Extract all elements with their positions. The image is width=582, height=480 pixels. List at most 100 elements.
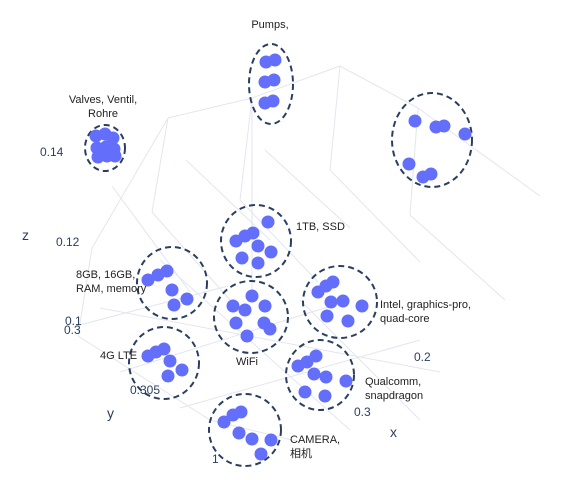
data-point <box>267 73 281 87</box>
data-point <box>245 289 259 303</box>
data-point <box>229 316 243 330</box>
cluster-ring <box>136 246 208 320</box>
data-point <box>309 349 323 363</box>
data-point <box>307 367 321 381</box>
data-point <box>106 131 120 145</box>
tick-labels: 0.1 0.12 0.14 0.3 0.305 0.2 0.3 z y x 1 <box>22 145 431 466</box>
cluster-label: snapdragon <box>365 390 423 402</box>
data-point <box>217 415 231 429</box>
grid-line <box>185 159 271 241</box>
grid-line <box>179 339 421 409</box>
cluster-ring <box>391 92 473 188</box>
grid-line <box>329 169 421 263</box>
grid-line <box>77 335 211 421</box>
grid-line <box>111 185 191 293</box>
data-point <box>319 370 333 384</box>
data-point <box>175 363 189 377</box>
x-axis-title: x <box>390 424 397 440</box>
cluster-rings <box>84 43 473 467</box>
data-point <box>245 432 259 446</box>
data-point <box>160 264 174 278</box>
grid-line <box>91 117 169 249</box>
x-tick-label-partial: 1 <box>212 452 219 466</box>
cluster-label: 8GB, 16GB, <box>76 269 135 281</box>
cluster-label: 相机 <box>290 446 312 460</box>
data-points <box>89 53 472 461</box>
data-point <box>320 309 334 323</box>
cluster-ring <box>208 393 282 467</box>
data-point <box>226 299 240 313</box>
data-point <box>163 354 177 368</box>
grid-line <box>299 299 421 421</box>
data-point <box>165 283 179 297</box>
data-point <box>341 314 355 328</box>
data-point <box>234 405 248 419</box>
data-point <box>235 251 249 265</box>
grid-line <box>329 65 341 171</box>
grid-line <box>239 97 253 201</box>
data-point <box>261 215 275 229</box>
data-point <box>437 119 451 133</box>
data-point <box>318 389 332 403</box>
z-tick-label: 0.14 <box>40 145 64 159</box>
cluster-label: CAMERA, <box>290 434 340 446</box>
data-point <box>324 295 338 309</box>
cluster-label: Intel, graphics-pro, <box>380 299 471 311</box>
data-point <box>251 256 265 270</box>
cluster-label: 1TB, SSD <box>296 221 345 233</box>
data-point <box>264 433 278 447</box>
cluster-label: Pumps, <box>251 19 288 31</box>
y-tick-label: 0.3 <box>64 323 81 337</box>
cluster-ring <box>302 265 378 339</box>
cluster-ring <box>220 204 292 278</box>
data-point <box>355 299 369 313</box>
x-tick-label: 0.2 <box>414 350 431 364</box>
data-point <box>458 127 472 141</box>
grid-line <box>77 247 93 337</box>
grid-line <box>339 65 419 109</box>
cluster-label: WiFi <box>236 356 258 368</box>
cluster-ring <box>128 326 200 400</box>
grid-line <box>239 199 319 283</box>
data-point <box>161 369 175 383</box>
grid-line <box>75 285 229 327</box>
y-tick-label: 0.305 <box>130 383 160 397</box>
grid-line <box>167 97 253 119</box>
data-point <box>157 342 171 356</box>
grid-line <box>99 307 441 373</box>
data-point <box>246 226 260 240</box>
cluster-label: RAM, memory <box>76 283 147 295</box>
data-point <box>408 114 422 128</box>
data-point <box>167 298 181 312</box>
grid-line <box>251 65 341 99</box>
z-axis-title: z <box>22 227 29 243</box>
data-point <box>108 149 122 163</box>
grid-line <box>264 149 351 229</box>
data-point <box>339 374 353 388</box>
cluster-label: Valves, Ventil, <box>69 94 137 106</box>
cluster-label: Qualcomm, <box>365 376 421 388</box>
cluster-label: quad-core <box>380 313 430 325</box>
cluster-ring <box>84 124 126 172</box>
cluster-label: Rohre <box>88 108 118 120</box>
data-point <box>180 292 194 306</box>
cluster-ring <box>248 43 294 125</box>
grid-line <box>151 211 231 301</box>
data-point <box>238 303 252 317</box>
x-tick-label: 0.3 <box>354 405 371 419</box>
data-point <box>240 329 254 343</box>
z-tick-label: 0.1 <box>65 314 82 328</box>
data-point <box>336 294 350 308</box>
data-point <box>402 157 416 171</box>
y-axis-title: y <box>107 405 114 421</box>
cluster-label: 4G LTE <box>100 350 137 362</box>
grid-line <box>151 117 169 213</box>
data-point <box>326 275 340 289</box>
data-point <box>141 273 155 287</box>
data-point <box>232 426 246 440</box>
z-tick-label: 0.12 <box>56 235 80 249</box>
cluster-ring <box>213 280 289 354</box>
cluster-ring <box>285 339 355 411</box>
data-point <box>298 385 312 399</box>
